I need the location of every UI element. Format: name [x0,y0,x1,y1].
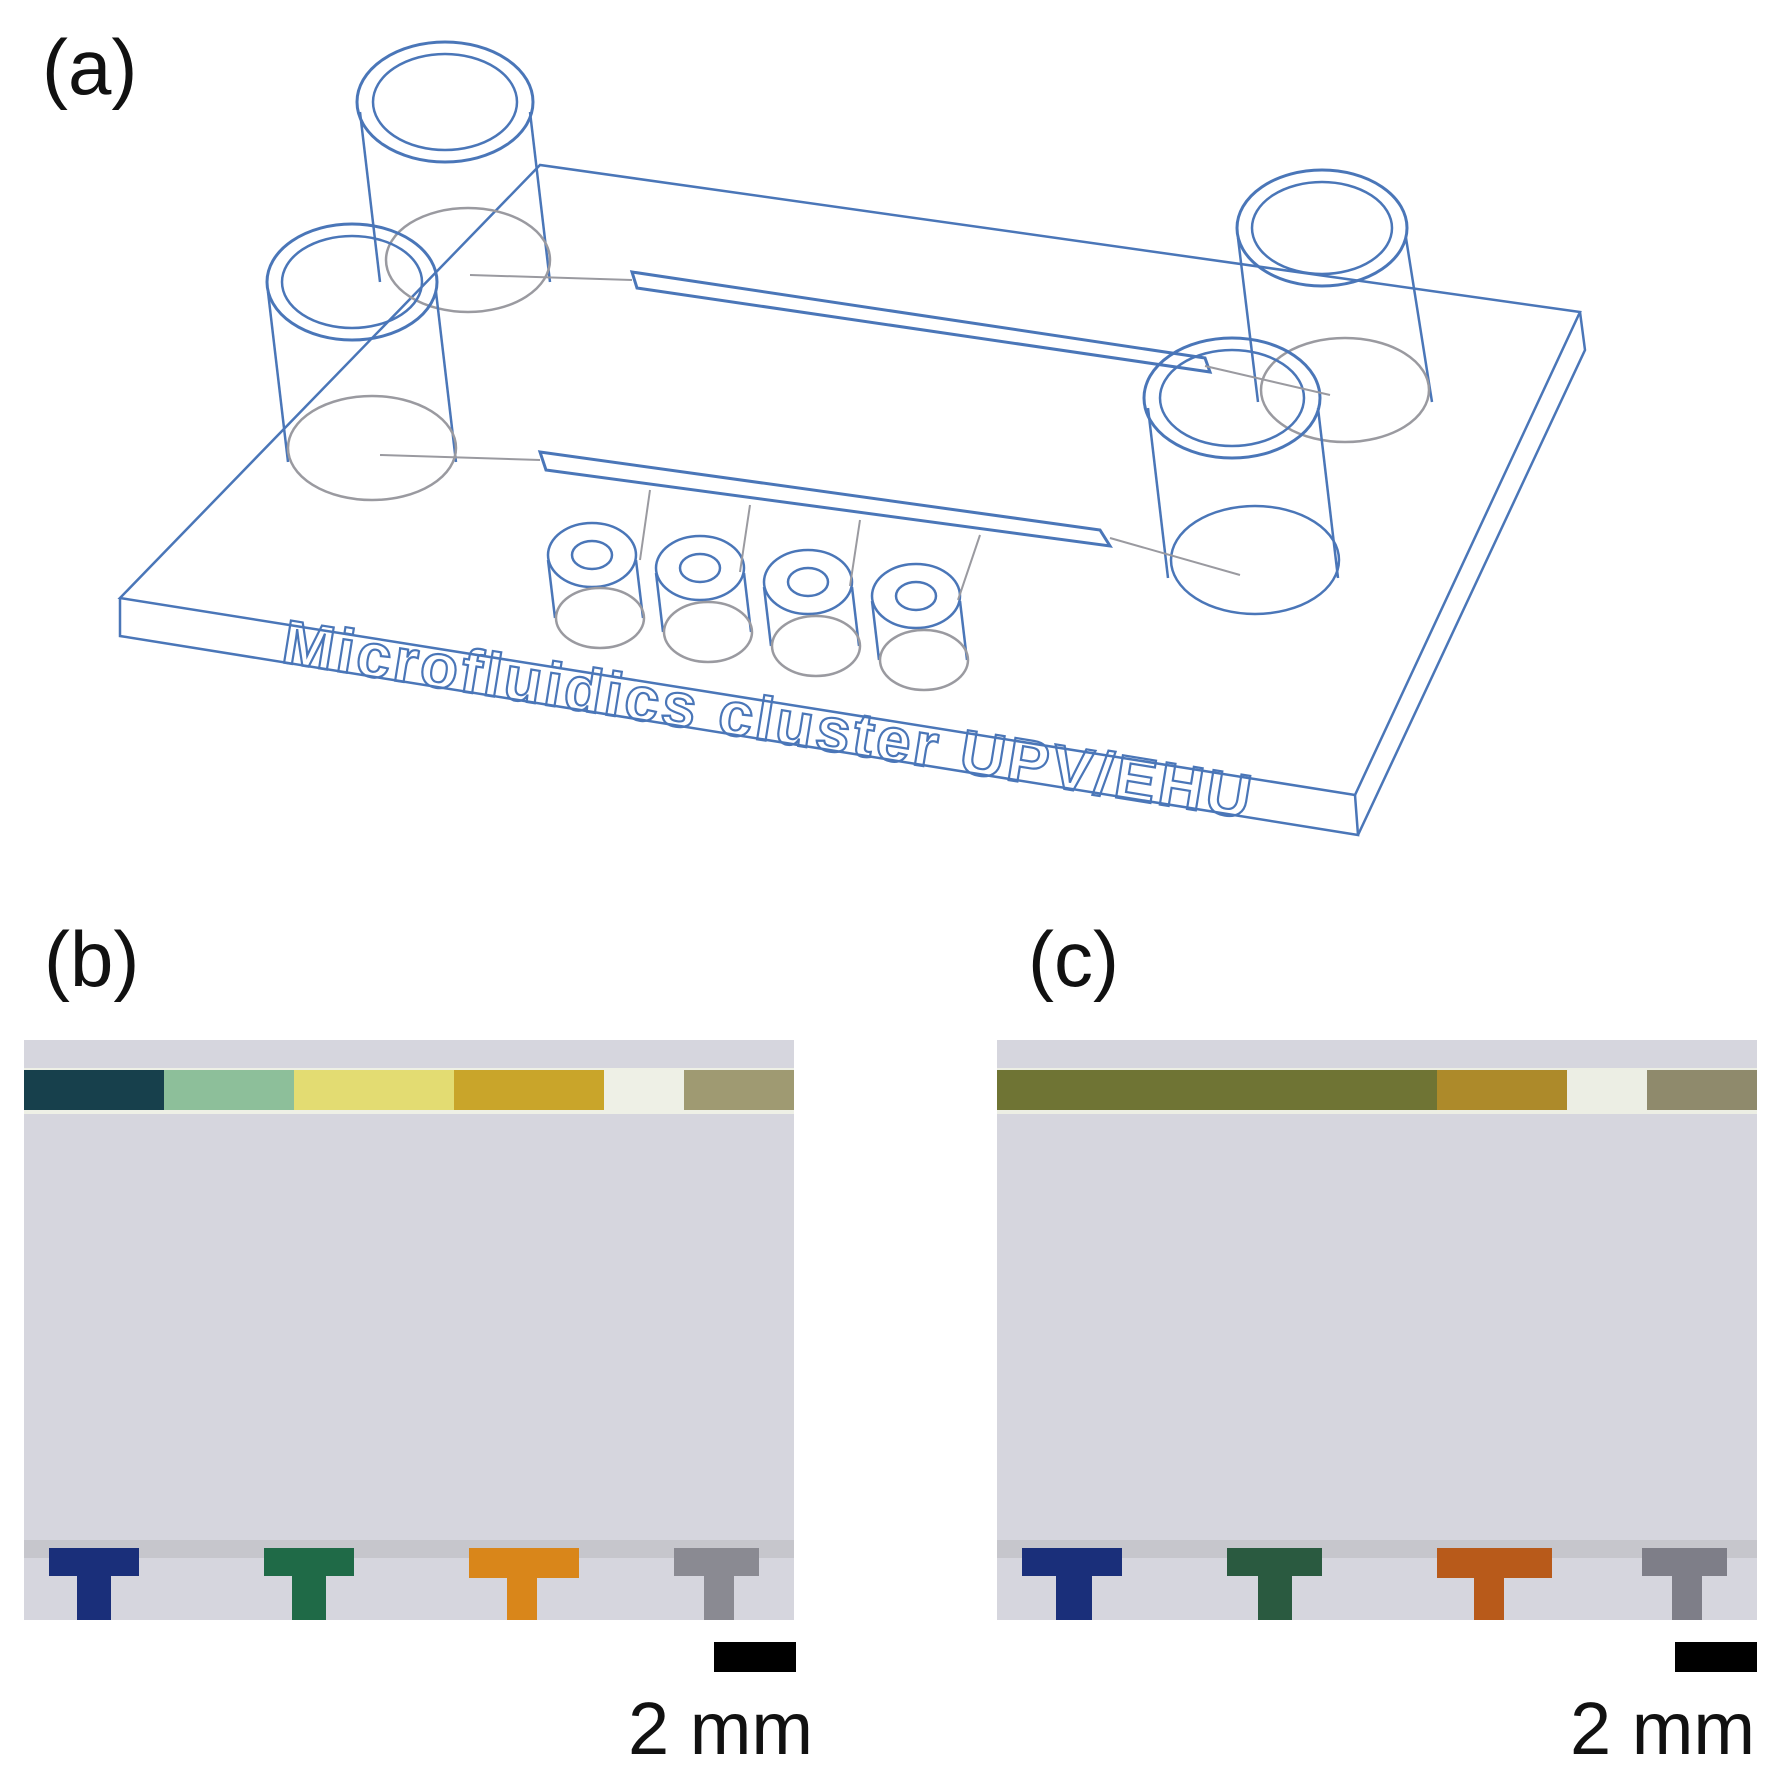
dye-blob-green [264,1548,354,1620]
channel-bottom [537,450,1113,548]
dye-blob-blue [1022,1548,1122,1620]
outlet-4 [870,562,970,692]
outlet-1 [546,521,646,650]
chip-cad-drawing: Microfluidics cluster UPV/EHU [117,40,1587,837]
photo-b [24,1040,794,1620]
dye-blob-green [1227,1548,1322,1620]
scale-bar-c [1675,1642,1757,1672]
panel-a-label: (a) [42,23,138,111]
dye-blob-gray [674,1548,759,1620]
channel-top [629,270,1213,374]
reservoir-bottom-right [1142,336,1341,616]
reservoir-middle-left [265,222,458,502]
dye-band-amber [1437,1070,1567,1110]
dye-blob-orange [1437,1548,1552,1620]
reservoir-top-right [1235,168,1434,444]
scale-bar-b [714,1642,796,1672]
side-channels [379,274,1331,601]
dye-band-mustard [454,1070,604,1110]
photo-c [997,1040,1757,1620]
dye-blob-orange [469,1548,579,1620]
chip-slab-right-edge [1356,311,1587,836]
panel-b-label: (b) [44,915,140,1003]
outlet-2 [654,534,754,664]
dye-blob-blue [49,1548,139,1620]
dye-band-yellow [294,1070,454,1110]
panel-c-label: (c) [1028,915,1119,1003]
chip-slab-front-edge [118,598,1360,837]
engraving-text: Microfluidics cluster UPV/EHU [278,608,1259,833]
dye-band-blue [24,1070,164,1110]
dye-band-olive [997,1070,1437,1110]
reservoir-top-left [355,40,552,314]
dye-band-green [164,1070,294,1110]
scale-label-b: 2 mm [628,1687,813,1770]
dye-blob-gray [1642,1548,1727,1620]
dye-band-gray [1647,1070,1757,1110]
dye-band-gray [684,1070,794,1110]
scale-label-c: 2 mm [1570,1687,1755,1770]
outlet-3 [762,548,862,678]
